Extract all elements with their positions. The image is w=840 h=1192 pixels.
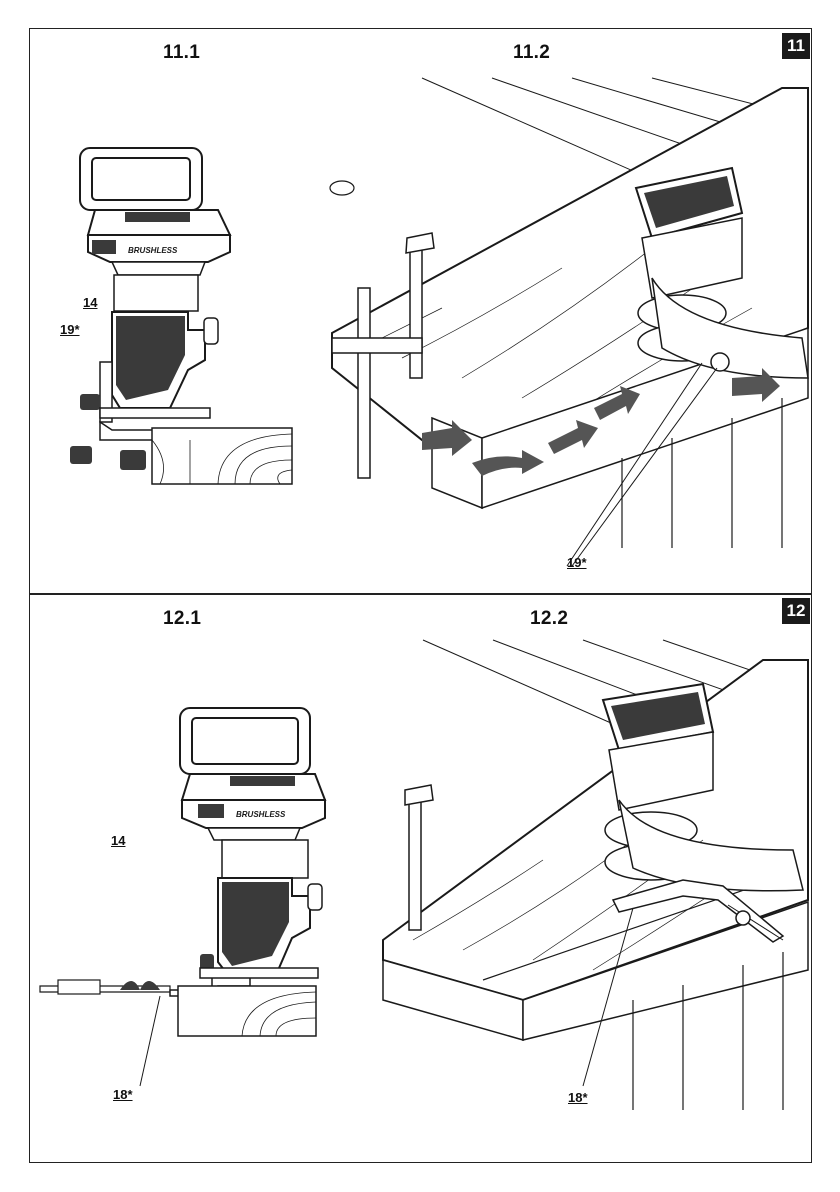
panel-11-2-title: 11.2: [513, 42, 550, 64]
figure-divider: [29, 593, 812, 595]
callout-18-fig12-right: 18*: [568, 1090, 588, 1105]
panel-12-1-title: 12.1: [163, 608, 201, 630]
workbench-scene-12-2: [383, 640, 808, 1110]
router-side-view-11-1: BRUSHLESS: [40, 140, 300, 490]
callout-19-fig11-right: 19*: [567, 555, 587, 570]
callout-14-fig11: 14: [83, 295, 97, 310]
figure-11-badge: 11: [782, 33, 810, 59]
panel-11-1-title: 11.1: [163, 42, 200, 64]
callout-18-fig12-left: 18*: [113, 1087, 133, 1102]
brushless-label-12-1: BRUSHLESS: [236, 810, 286, 819]
figure-12-badge: 12: [782, 598, 810, 624]
callout-19-fig11-left: 19*: [60, 322, 80, 337]
panel-12-2-title: 12.2: [530, 608, 568, 630]
router-side-view-12-1: BRUSHLESS: [40, 700, 370, 1040]
workbench-scene-11-2: [322, 78, 808, 578]
brushless-label-11-1: BRUSHLESS: [128, 246, 178, 255]
callout-14-fig12: 14: [111, 833, 125, 848]
